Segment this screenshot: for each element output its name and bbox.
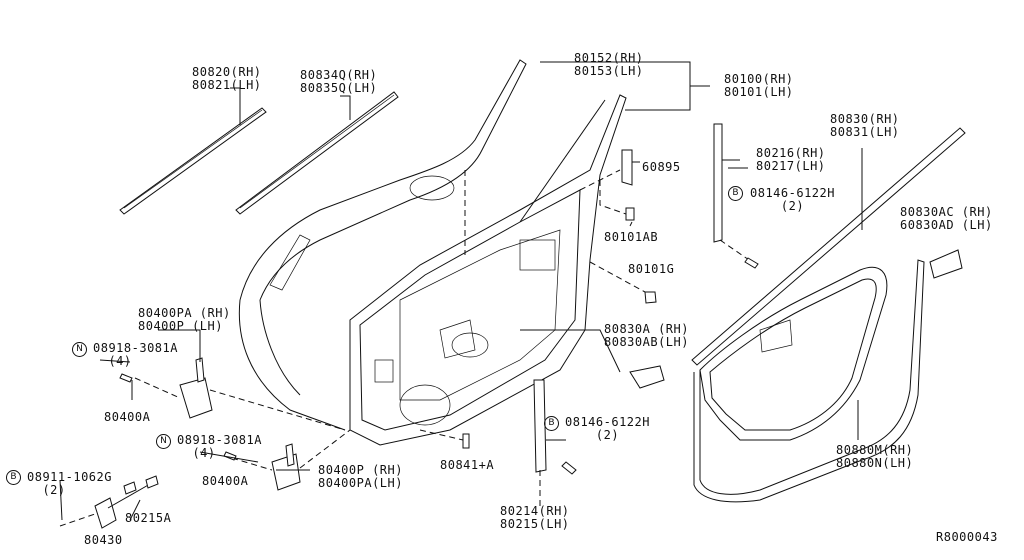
clip-80841-part [462,433,470,449]
label-08918-lower: 08918-3081A (4) [177,433,262,460]
label-08146-upper: 08146-6122H (2) [750,186,835,213]
door-check-link-part [94,475,159,529]
plug-80101g-part [644,291,657,304]
bolt-b-badge-check-icon: B [6,470,21,485]
label-80215a: 80215A [125,511,172,525]
label-80152: 80152(RH) 80153(LH) [574,51,644,78]
label-80101ab: 80101AB [604,230,659,244]
nut-n-badge-icon: N [72,342,87,357]
label-80830ac: 80830AC (RH) 60830AD (LH) [900,205,993,232]
label-80400p: 80400P (RH) 80400PA(LH) [318,463,403,490]
pad-60895-part [621,149,640,186]
label-80400a-lower: 80400A [202,474,249,488]
door-inner-frame-part [349,94,627,446]
label-80820: 80820(RH) 80821(LH) [192,65,262,92]
label-80400pa: 80400PA (RH) 80400P (LH) [138,306,231,333]
bolt-80400a-upper-part [119,373,133,383]
label-80830: 80830(RH) 80831(LH) [830,112,900,139]
bolt-b-badge-icon: B [728,186,743,201]
door-outer-panel-part [238,59,527,431]
label-80430: 80430 [84,533,123,547]
belt-weatherstrip-part [235,91,399,215]
lower-hinge-part [271,443,301,491]
label-08918-upper: 08918-3081A (4) [93,341,178,368]
label-60895: 60895 [642,160,681,174]
label-80216: 80216(RH) 80217(LH) [756,146,826,173]
belt-molding-outer-part [119,107,267,215]
label-08911: 08911-1062G (2) [27,470,112,497]
label-80400a-upper: 80400A [104,410,151,424]
bracket-80830ac-part [929,249,963,279]
bolt-08146-upper-part [744,257,759,269]
bracket-80830a-part [629,365,665,389]
sash-channel-80216-part [713,123,740,243]
sash-80214-part [533,379,566,510]
diagram-id: R8000043 [936,530,998,544]
label-80214: 80214(RH) 80215(LH) [500,504,570,531]
door-weatherstrip-80880-part [693,259,925,503]
label-80101g: 80101G [628,262,675,276]
upper-hinge-part [179,357,213,419]
label-80841: 80841+A [440,458,495,472]
clip-80101ab-part [625,207,635,221]
label-80834q: 80834Q(RH) 80835Q(LH) [300,68,378,95]
label-80880: 80880M(RH) 80880N(LH) [836,443,914,470]
weatherstrip-80830-part [691,127,966,366]
nut-n-badge-lower-icon: N [156,434,171,449]
label-80830a: 80830A (RH) 80830AB(LH) [604,322,689,349]
bolt-08146-lower-part [561,461,577,475]
label-08146-lower: 08146-6122H (2) [565,415,650,442]
label-80100: 80100(RH) 80101(LH) [724,72,794,99]
bolt-b-badge-lower-icon: B [544,416,559,431]
